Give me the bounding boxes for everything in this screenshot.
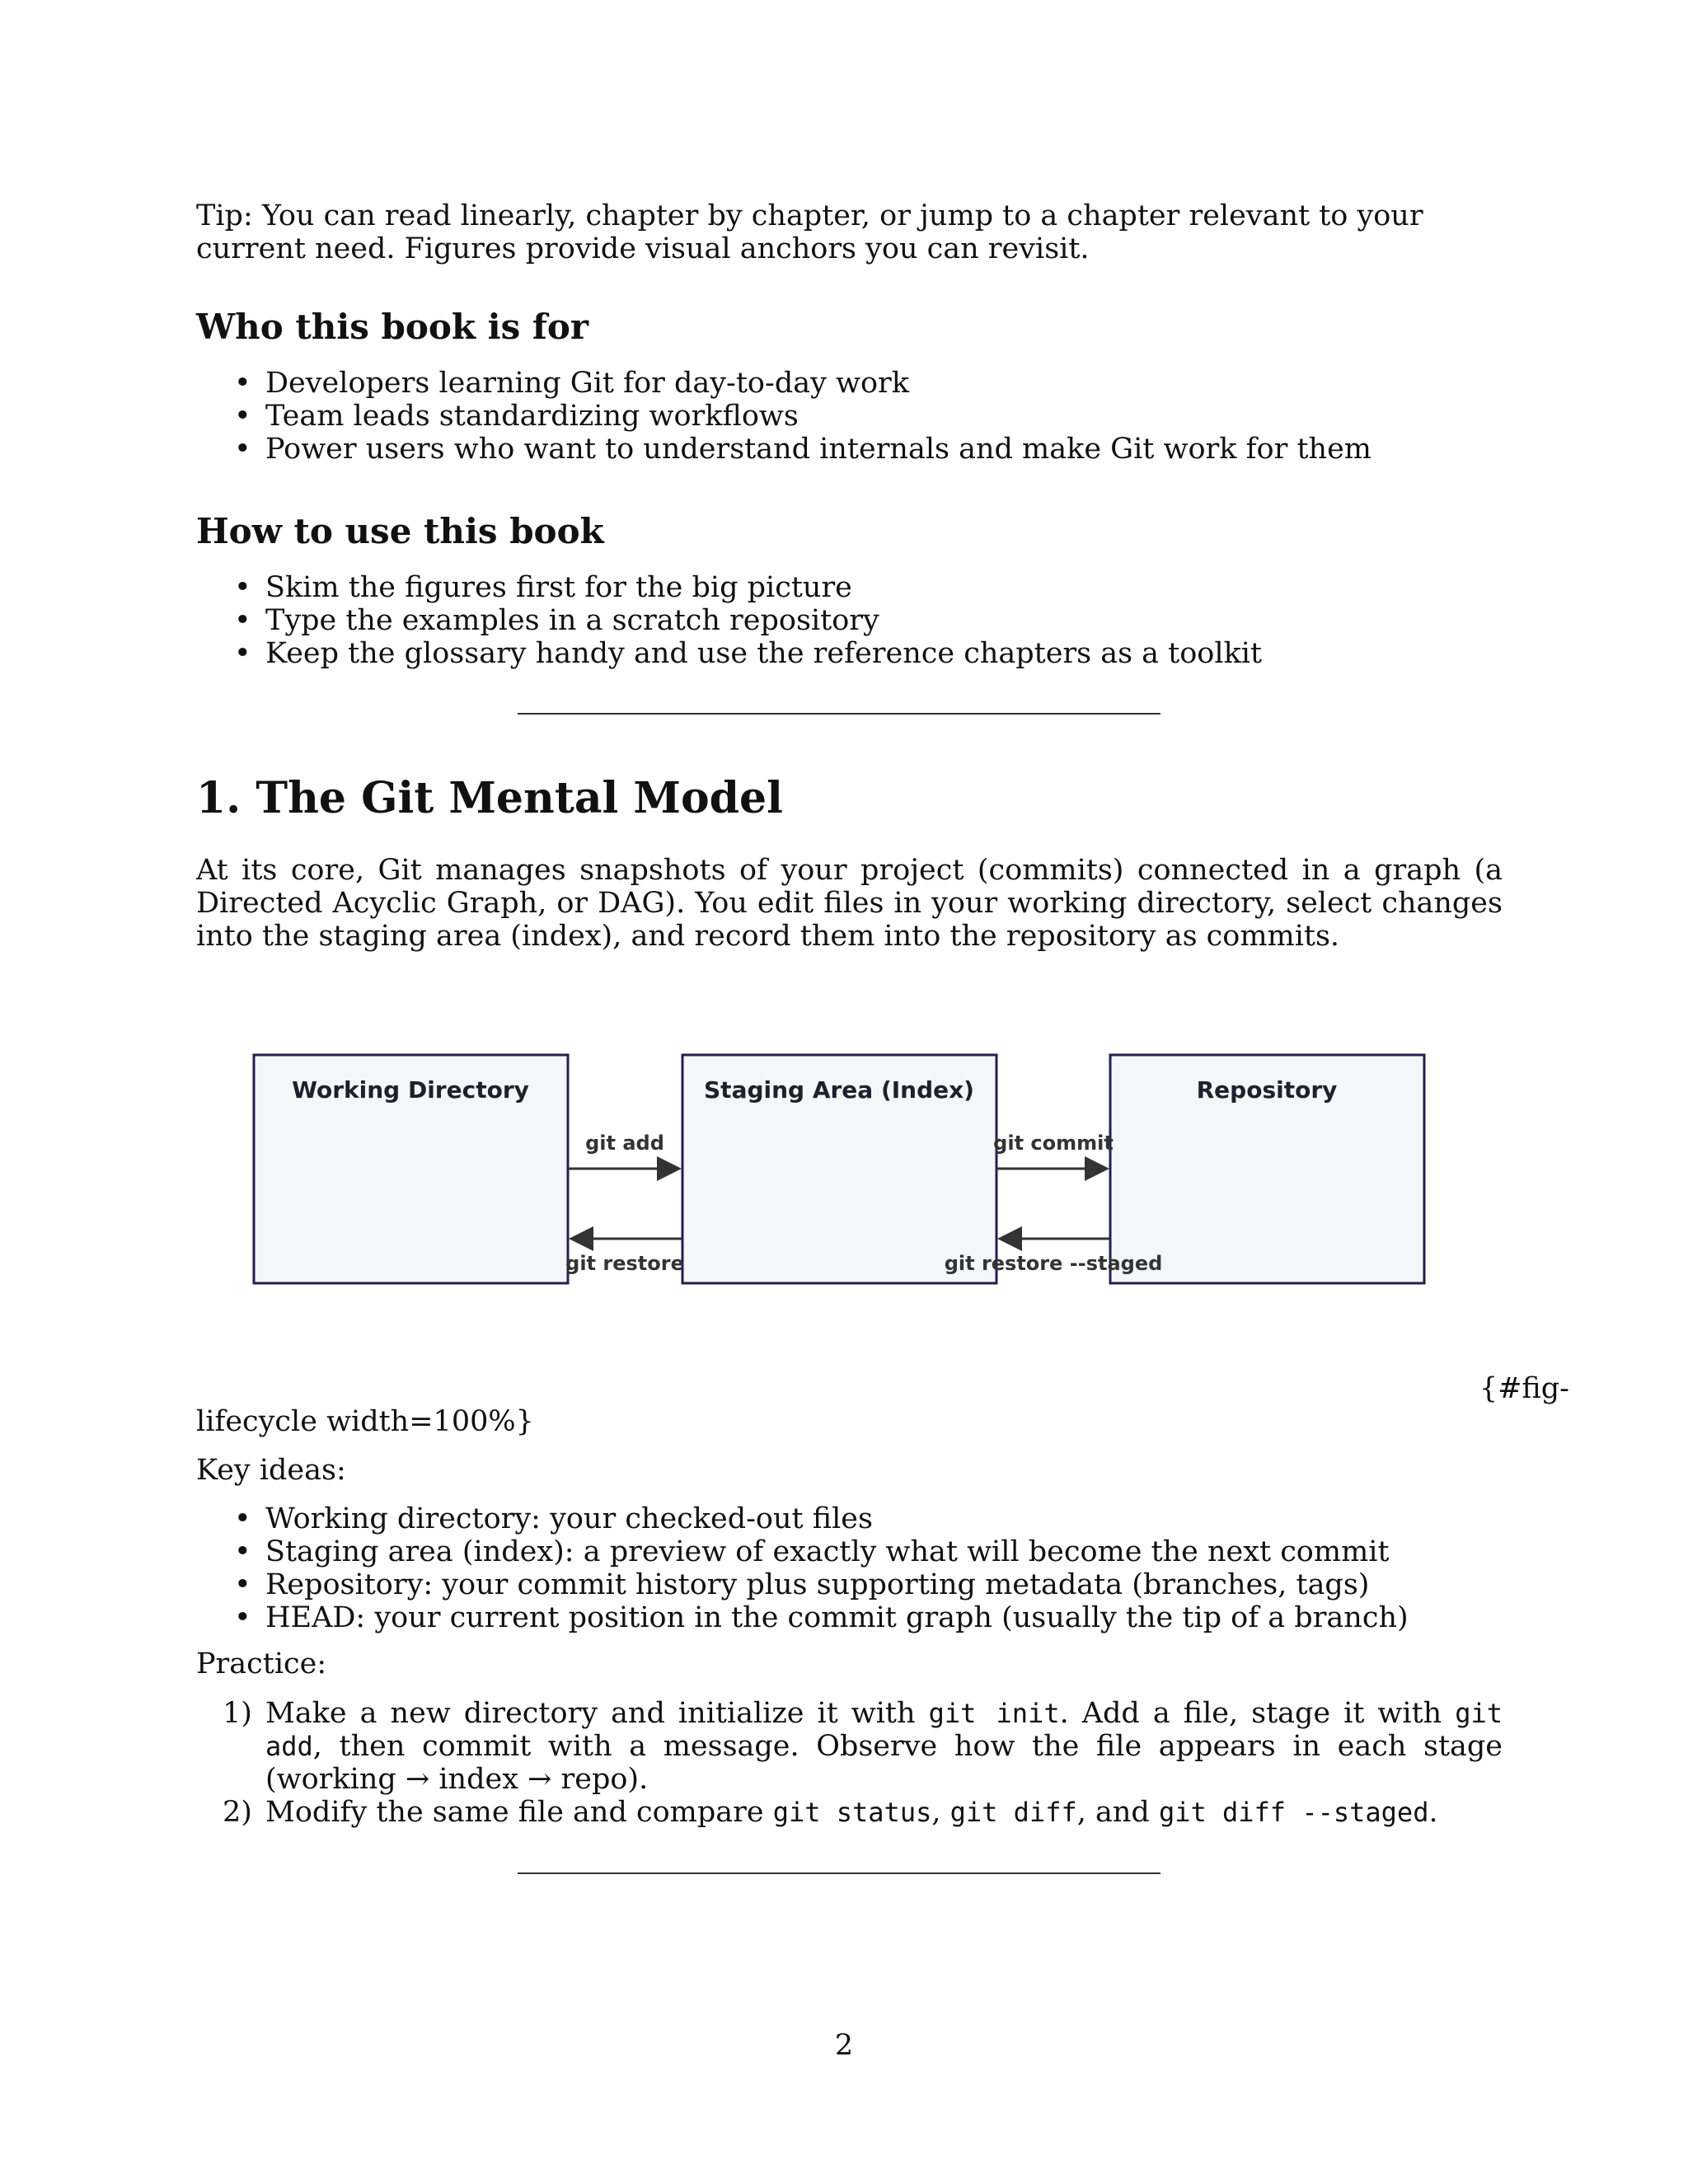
who-heading: Who this book is for: [196, 307, 589, 347]
who-list: •Developers learning Git for day-to-day …: [196, 367, 1515, 466]
bullet-icon: •: [234, 1502, 251, 1535]
bullet-icon: •: [234, 1601, 251, 1634]
list-item: •Working directory: your checked-out fil…: [234, 1502, 873, 1535]
bullet-icon: •: [234, 1568, 251, 1601]
practice-label: Practice:: [196, 1647, 327, 1680]
git-add-label: git add: [585, 1132, 664, 1155]
list-item: •Developers learning Git for day-to-day …: [234, 367, 909, 400]
how-heading: How to use this book: [196, 511, 604, 551]
lifecycle-diagram: Working Directory Staging Area (Index) R…: [252, 1053, 1426, 1285]
tip-paragraph: Tip: You can read linearly, chapter by c…: [196, 199, 1423, 265]
bullet-icon: •: [234, 637, 251, 670]
list-item: •Power users who want to understand inte…: [234, 433, 1372, 466]
page-number: 2: [834, 2029, 854, 2062]
bullet-icon: •: [234, 433, 251, 466]
chapter-intro: At its core, Git manages snapshots of yo…: [196, 854, 1503, 953]
repository-box: [1109, 1053, 1426, 1285]
key-ideas-list: •Working directory: your checked-out fil…: [196, 1502, 1515, 1634]
figure-attr-line2: lifecycle width=100%}: [196, 1405, 534, 1438]
bullet-icon: •: [234, 1535, 251, 1568]
figure-attr-line1: {#fig-: [1479, 1372, 1569, 1405]
list-item: •Repository: your commit history plus su…: [234, 1568, 1370, 1601]
section-divider: [518, 713, 1160, 715]
chapter-title: 1. The Git Mental Model: [196, 773, 783, 823]
git-restore-staged-label: git restore --staged: [945, 1252, 1163, 1275]
list-item: •Keep the glossary handy and use the ref…: [234, 637, 1263, 670]
list-item: •Type the examples in a scratch reposito…: [234, 604, 879, 637]
staging-area-label: Staging Area (Index): [704, 1076, 974, 1104]
working-directory-box: [252, 1053, 570, 1285]
how-list: •Skim the figures first for the big pict…: [196, 571, 1515, 670]
bullet-icon: •: [234, 571, 251, 604]
bullet-icon: •: [234, 604, 251, 637]
practice-list: 1)Make a new directory and initialize it…: [196, 1697, 1503, 1829]
key-ideas-label: Key ideas:: [196, 1454, 346, 1487]
list-item: •Skim the figures first for the big pict…: [234, 571, 852, 604]
staging-area-box: [681, 1053, 998, 1285]
bullet-icon: •: [234, 367, 251, 400]
git-commit-label: git commit: [993, 1132, 1114, 1155]
list-item: 1)Make a new directory and initialize it…: [223, 1697, 1503, 1796]
list-item: 2)Modify the same file and compare git s…: [223, 1796, 1438, 1829]
list-item: •HEAD: your current position in the comm…: [234, 1601, 1409, 1634]
list-item: •Team leads standardizing workflows: [234, 400, 799, 433]
bullet-icon: •: [234, 400, 251, 433]
git-restore-label: git restore: [565, 1252, 684, 1275]
list-item: •Staging area (index): a preview of exac…: [234, 1535, 1390, 1568]
repository-label: Repository: [1197, 1076, 1338, 1104]
working-directory-label: Working Directory: [292, 1076, 529, 1104]
section-divider: [518, 1872, 1160, 1874]
